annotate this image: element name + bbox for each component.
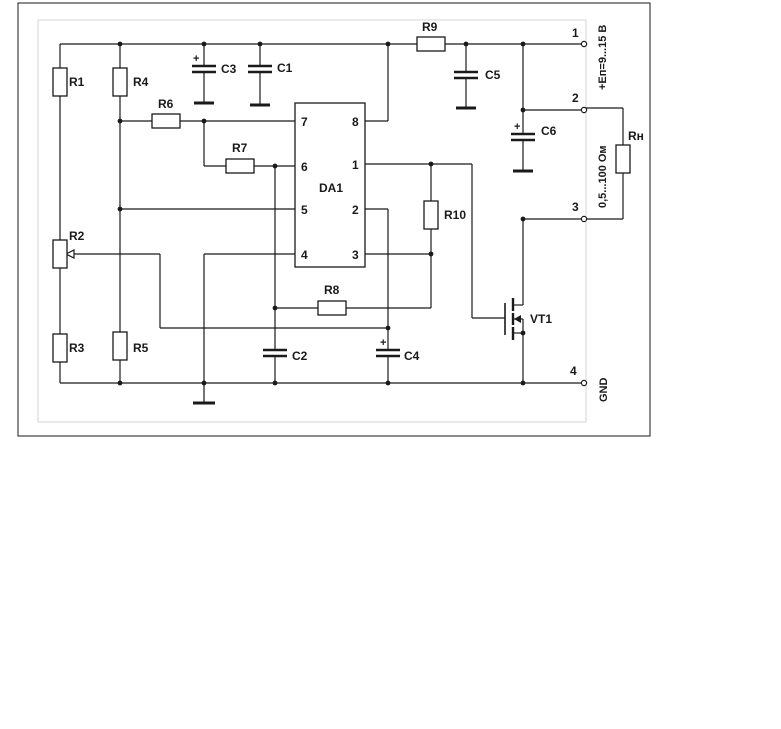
label-r10: R10 bbox=[444, 208, 466, 222]
pin-1: 1 bbox=[352, 158, 359, 172]
label-r9: R9 bbox=[422, 20, 438, 34]
resistor-r7 bbox=[225, 158, 255, 174]
label-r6: R6 bbox=[158, 97, 174, 111]
terminal-number-3: 3 bbox=[572, 200, 579, 214]
terminal-4 bbox=[580, 379, 588, 387]
label-c1: C1 bbox=[277, 61, 293, 75]
label-rn: Rн bbox=[628, 129, 644, 143]
label-r1: R1 bbox=[69, 75, 85, 89]
label-c2: C2 bbox=[292, 349, 308, 363]
resistor-r6 bbox=[151, 113, 181, 129]
label-r8: R8 bbox=[324, 283, 340, 297]
terminals bbox=[580, 40, 588, 387]
terminal-1 bbox=[580, 40, 588, 48]
pin-8: 8 bbox=[352, 115, 359, 129]
resistor-r9 bbox=[416, 36, 446, 52]
label-vt1: VT1 bbox=[530, 312, 552, 326]
label-r3: R3 bbox=[69, 341, 85, 355]
pin-7: 7 bbox=[301, 115, 308, 129]
pin-2: 2 bbox=[352, 203, 359, 217]
pin-3: 3 bbox=[352, 248, 359, 262]
label-r7: R7 bbox=[232, 141, 248, 155]
label-c5: C5 bbox=[485, 68, 501, 82]
polarity-c4: + bbox=[380, 337, 386, 349]
polarity-c6: + bbox=[514, 121, 520, 133]
terminal-2 bbox=[580, 106, 588, 114]
label-da1: DA1 bbox=[319, 181, 343, 195]
resistor-rn bbox=[615, 144, 631, 174]
resistor-r4 bbox=[112, 67, 128, 97]
capacitors bbox=[192, 64, 535, 405]
label-r5: R5 bbox=[133, 341, 149, 355]
ic-da1-body bbox=[294, 102, 366, 268]
terminal-3 bbox=[580, 215, 588, 223]
terminal-number-1: 1 bbox=[572, 26, 579, 40]
resistor-r5 bbox=[112, 331, 128, 361]
resistor-r2 bbox=[52, 239, 68, 269]
label-c6: C6 bbox=[541, 124, 557, 138]
label-c3: C3 bbox=[221, 62, 237, 76]
resistor-r8 bbox=[317, 300, 347, 316]
polarity-c3: + bbox=[193, 53, 199, 65]
resistors bbox=[52, 36, 631, 363]
label-c4: C4 bbox=[404, 349, 420, 363]
outer-frame bbox=[17, 2, 651, 437]
supply-voltage-label: +Eп=9...15 В bbox=[597, 25, 609, 90]
load-range-label: 0,5...100 Ом bbox=[597, 145, 609, 208]
label-r2: R2 bbox=[69, 229, 85, 243]
pin-4: 4 bbox=[301, 248, 308, 262]
pin-5: 5 bbox=[301, 203, 308, 217]
pin-6: 6 bbox=[301, 160, 308, 174]
resistor-r3 bbox=[52, 333, 68, 363]
terminal-number-2: 2 bbox=[572, 91, 579, 105]
ground-label: GND bbox=[598, 378, 610, 403]
terminal-number-4: 4 bbox=[570, 364, 577, 378]
junctions bbox=[117, 41, 526, 386]
resistor-r1 bbox=[52, 67, 68, 97]
wires bbox=[59, 43, 624, 402]
label-r4: R4 bbox=[133, 75, 149, 89]
mosfet-vt1 bbox=[504, 298, 521, 340]
resistor-r10 bbox=[423, 200, 439, 230]
